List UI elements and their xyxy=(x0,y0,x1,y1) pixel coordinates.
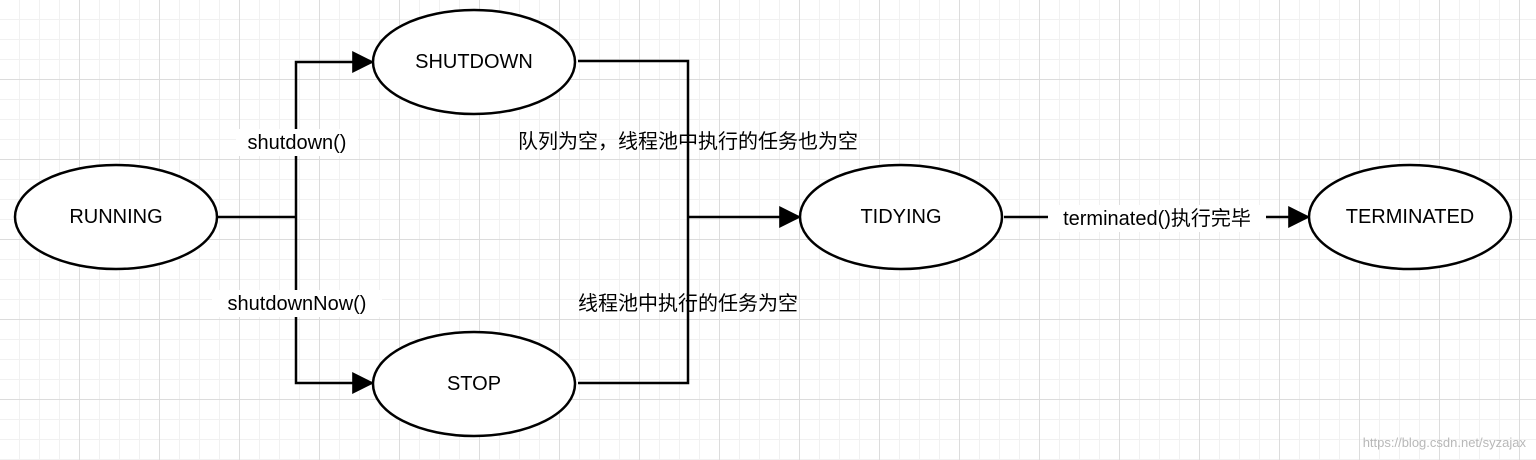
state-terminated: TERMINATED xyxy=(1307,163,1513,271)
state-terminated-label: TERMINATED xyxy=(1346,206,1475,228)
label-shutdown-call: shutdown() xyxy=(248,132,347,154)
state-stop: STOP xyxy=(371,330,577,438)
label-from-shutdown: 队列为空，线程池中执行的任务也为空 xyxy=(518,130,858,153)
edge-stop-to-merge xyxy=(578,217,690,385)
label-shutdown-now-call: shutdownNow() xyxy=(228,293,367,315)
state-tidying-label: TIDYING xyxy=(860,206,941,228)
label-bg-shutdown-now-call xyxy=(212,290,382,317)
label-from-stop: 线程池中执行的任务为空 xyxy=(578,292,798,315)
edge-to-shutdown xyxy=(294,51,375,217)
state-shutdown-label: SHUTDOWN xyxy=(415,51,533,73)
state-stop-label: STOP xyxy=(447,373,501,395)
state-tidying: TIDYING xyxy=(798,163,1004,271)
state-running: RUNNING xyxy=(13,163,219,271)
state-shutdown: SHUTDOWN xyxy=(371,8,577,116)
label-bg-terminated-done xyxy=(1048,205,1266,232)
state-running-label: RUNNING xyxy=(69,206,162,228)
label-bg-shutdown-call xyxy=(236,129,358,156)
watermark: https://blog.csdn.net/syzajax xyxy=(1363,435,1527,450)
edge-to-stop xyxy=(294,217,375,394)
label-terminated-done: terminated()执行完毕 xyxy=(1063,207,1251,230)
edge-shutdown-to-merge xyxy=(578,59,690,217)
